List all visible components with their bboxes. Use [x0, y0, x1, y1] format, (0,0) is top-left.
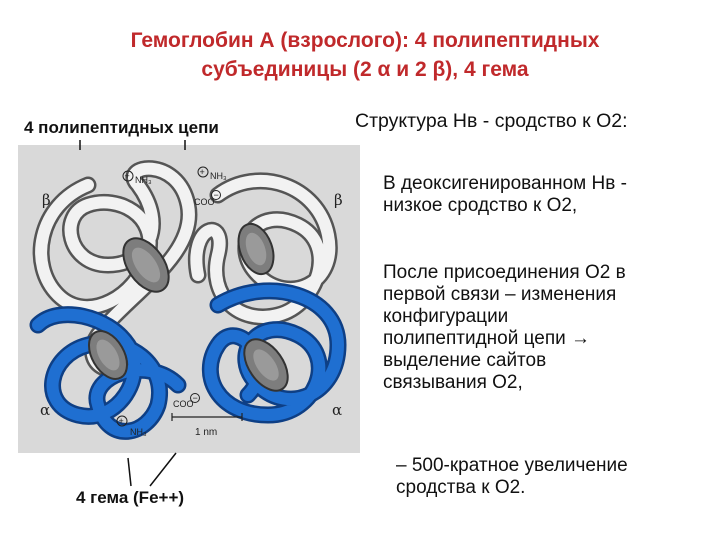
paragraph-line: После присоединения О2 в — [383, 262, 626, 283]
alpha-chain-right — [201, 282, 347, 424]
structure-heading: Структура Нв - сродство к О2: — [355, 110, 628, 132]
title-line-1: Гемоглобин А (взрослого): 4 полипептидны… — [130, 29, 600, 52]
paragraph-oxygen-binding: После присоединения О2 в первой связи – … — [383, 262, 713, 394]
label-polypeptide-chains: 4 полипептидных цепи — [24, 118, 219, 137]
paragraph-line: конфигурации — [383, 306, 509, 327]
paragraph-line: выделение сайтов — [383, 350, 547, 371]
heme-group-1 — [122, 237, 170, 293]
paragraph-deoxy: В деоксигенированном Нв - низкое сродств… — [383, 173, 713, 217]
nh3-top-right: NH₃ — [210, 171, 227, 181]
beta-label-left: β — [42, 191, 51, 209]
label-hemes: 4 гема (Fe++) — [76, 488, 185, 507]
nh3-top-right-plus: + — [200, 167, 205, 177]
paragraph-line: низкое сродство к О2, — [383, 195, 578, 216]
paragraph-line: первой связи – изменения — [383, 284, 617, 305]
paragraph-line: сродства к О2. — [396, 477, 526, 498]
alpha-chain-left — [29, 306, 187, 440]
alpha-label-left: α — [40, 401, 50, 419]
scale-label: 1 nm — [195, 427, 217, 438]
nh3-top-left-plus: + — [125, 171, 130, 181]
hemoglobin-diagram: β β α α + NH₃ + NH₃ COO − COO − + NH₃ 1 — [18, 145, 360, 453]
nh3-bottom-plus: + — [119, 416, 124, 426]
nh3-bottom: NH₃ — [130, 427, 147, 437]
slide-title: Гемоглобин А (взрослого): 4 полипептидны… — [40, 26, 690, 84]
heme-group-4 — [243, 338, 289, 392]
heme-group-3 — [88, 330, 128, 380]
coo-top-minus: − — [214, 190, 219, 200]
coo-bottom-minus: − — [193, 393, 198, 403]
paragraph-line: связывания О2, — [383, 372, 523, 393]
paragraph-line: В деоксигенированном Нв - — [383, 173, 627, 194]
coo-top: COO — [194, 197, 215, 207]
paragraph-line: – 500-кратное увеличение — [396, 455, 628, 476]
heme-group-2 — [237, 222, 275, 276]
coo-bottom: COO — [173, 399, 194, 409]
paragraph-affinity-increase: – 500-кратное увеличение сродства к О2. — [396, 455, 720, 499]
scale-bar: 1 nm — [171, 413, 243, 438]
nh3-top-left: NH₃ — [135, 175, 152, 185]
title-line-2: субъединицы (2 α и 2 β), 4 гема — [201, 58, 529, 81]
beta-label-right: β — [334, 191, 343, 209]
beta-chain-left — [32, 160, 198, 379]
beta-chain-right — [187, 172, 338, 326]
alpha-label-right: α — [332, 401, 342, 419]
hemoglobin-figure: β β α α + NH₃ + NH₃ COO − COO − + NH₃ 1 — [18, 145, 360, 453]
paragraph-line: полипептидной цепи → — [383, 328, 591, 349]
